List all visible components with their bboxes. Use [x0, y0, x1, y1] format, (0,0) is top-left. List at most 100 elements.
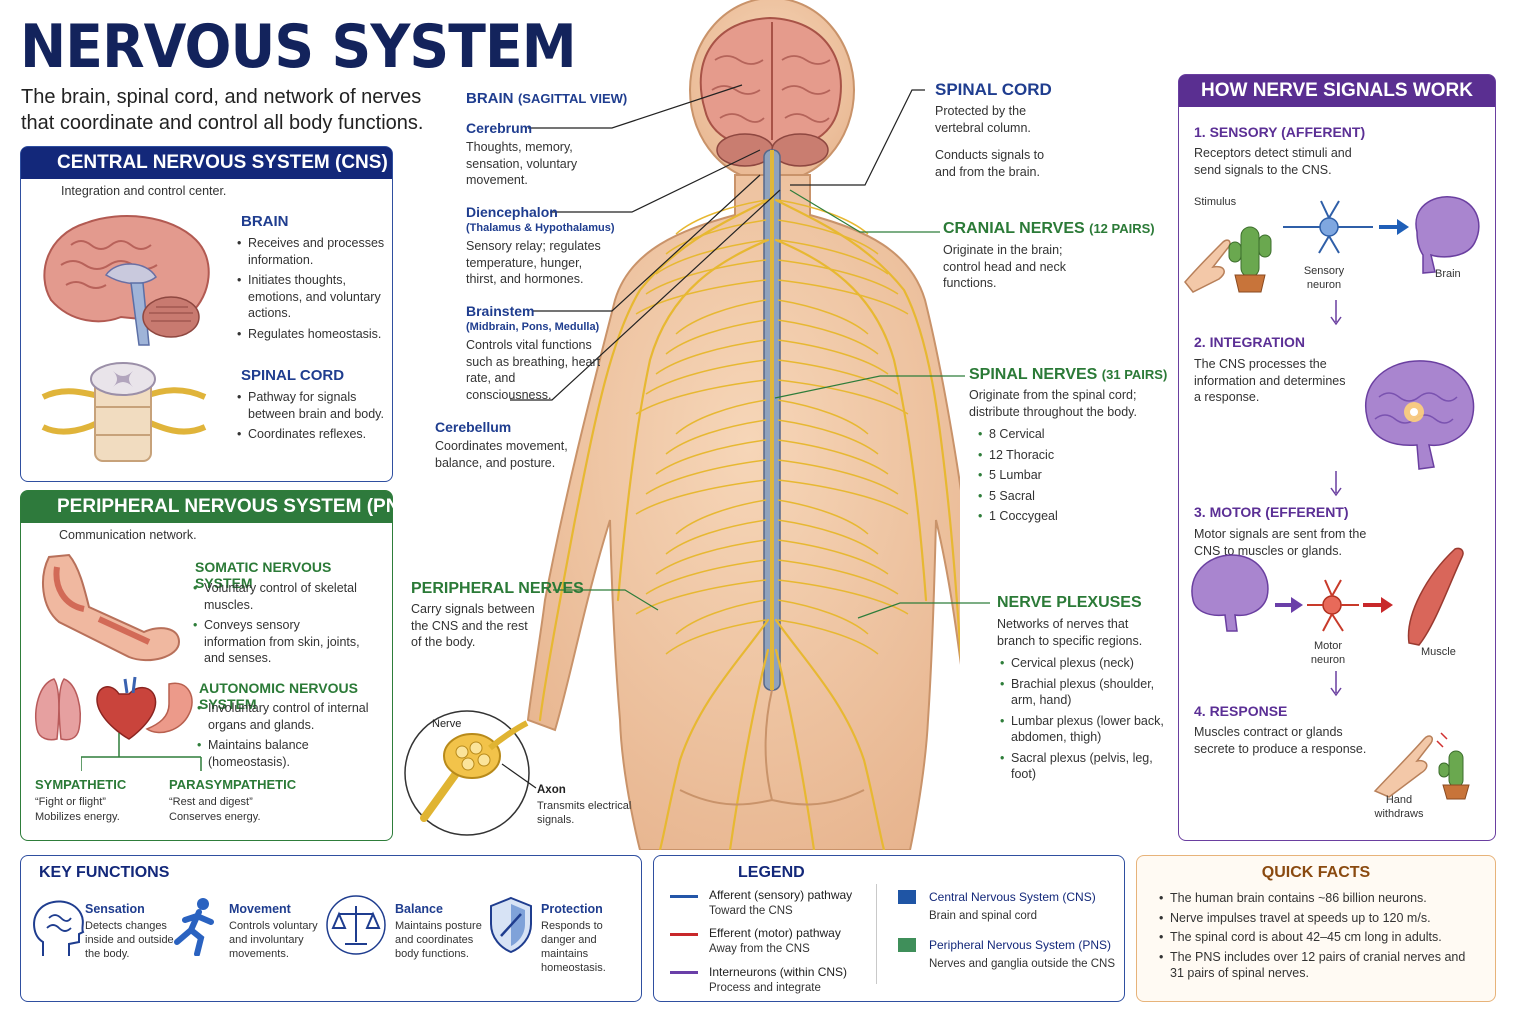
somatic-bullets: Voluntary control of skeletal muscles. C…	[193, 580, 363, 671]
brain-illustration	[43, 215, 210, 346]
cns-spinal-bullets: Pathway for signals between brain and bo…	[237, 389, 387, 447]
brain-label: Brain	[1435, 268, 1461, 280]
quick-facts-title: QUICK FACTS	[1261, 864, 1371, 881]
spinal-nerve-branch	[777, 459, 899, 495]
diencephalon-label: Diencephalon	[466, 204, 558, 220]
legend-swatch-cns	[898, 890, 916, 904]
center-brain-title: BRAIN (SAGITTAL VIEW)	[466, 90, 627, 108]
integration-brain-illustration	[1364, 360, 1475, 470]
cns-panel: CENTRAL NERVOUS SYSTEM (CNS) Integration…	[20, 146, 393, 482]
spinal-nerves-pairs: (31 PAIRS)	[1101, 367, 1168, 382]
spinal-nerve-branch	[655, 439, 767, 475]
brain-title: BRAIN	[466, 90, 514, 107]
cns-panel-title: CENTRAL NERVOUS SYSTEM (CNS)	[21, 147, 392, 179]
step-sensory-heading: 1. SENSORY (AFFERENT)	[1194, 124, 1366, 140]
legend-panel: LEGEND Afferent (sensory) pathway Toward…	[653, 855, 1125, 1002]
spinal-nerves-list: 8 Cervical 12 Thoracic 5 Lumbar 5 Sacral…	[978, 426, 1098, 529]
spinal-nerve-branch	[777, 519, 879, 555]
cerebrum-label: Cerebrum	[466, 120, 533, 136]
response-illustration	[1373, 732, 1470, 800]
peripheral-nerves-label: PERIPHERAL NERVES	[411, 580, 584, 597]
spinal-nerve-branch	[635, 379, 767, 415]
list-item: Initiates thoughts, emotions, and volunt…	[237, 272, 387, 322]
legend-efferent-sub: Away from the CNS	[709, 943, 810, 955]
axon-pointer	[501, 763, 537, 789]
cns-brain-heading: BRAIN	[241, 213, 289, 230]
spinal-nerve-branch	[675, 399, 767, 435]
cranial-nerves-title: CRANIAL NERVES (12 PAIRS)	[943, 220, 1155, 238]
diencephalon-sub: (Thalamus & Hypothalamus)	[466, 222, 615, 234]
nerve-label: Nerve	[432, 718, 462, 730]
motor-neuron-label: Motor neuron	[1310, 640, 1346, 666]
spinal-nerve-branch	[665, 619, 767, 655]
legend-interneurons-label: Interneurons (within CNS)	[709, 965, 848, 979]
spinal-nerve-branch	[777, 419, 879, 455]
step-motor-desc: Motor signals are sent from the CNS to m…	[1194, 527, 1367, 558]
legend-afferent-label: Afferent (sensory) pathway	[709, 888, 853, 902]
step-motor-heading: 3. MOTOR (EFFERENT)	[1194, 504, 1349, 520]
list-item: 5 Sacral	[978, 488, 1098, 505]
axon-desc: Transmits electrical signals.	[537, 800, 632, 826]
protection-title: Protection	[541, 902, 603, 916]
step-integration-heading: 2. INTEGRATION	[1194, 334, 1305, 350]
quick-facts-list: The human brain contains ~86 billion neu…	[1159, 890, 1479, 985]
pns-intro: Communication network.	[59, 528, 197, 542]
spinal-nerve-branch	[777, 619, 879, 655]
parasympathetic-line1: “Rest and digest”	[169, 796, 253, 808]
arrow-down-2	[1330, 471, 1342, 497]
spinal-cord-illustration	[41, 362, 207, 462]
spinal-nerve-branch	[645, 259, 767, 295]
cerebrum-desc: Thoughts, memory, sensation, voluntary m…	[466, 140, 578, 187]
branch-connector	[81, 733, 202, 771]
spinal-nerve-branch	[777, 299, 869, 335]
spinal-nerve-branch	[777, 379, 909, 415]
spinal-cord-label: SPINAL CORD	[935, 80, 1052, 99]
page-title: NERVOUS SYSTEM	[20, 12, 577, 82]
spinal-nerve-branch	[675, 299, 767, 335]
legend-cns-label: Central Nervous System (CNS)	[929, 890, 1096, 904]
cranial-nerves-desc: Originate in the brain; control head and…	[943, 243, 1067, 290]
spinal-nerve-branch	[675, 599, 767, 635]
movement-desc: Controls voluntary and involuntary movem…	[229, 920, 318, 960]
arm-muscle-illustration	[42, 553, 181, 662]
legend-swatch-efferent	[670, 933, 698, 936]
hand-withdraws-label: Hand withdraws	[1374, 794, 1424, 820]
step-response-desc: Muscles contract or glands secrete to pr…	[1194, 725, 1367, 756]
spinal-nerve-branch	[777, 439, 889, 475]
cns-intro: Integration and control center.	[61, 184, 227, 198]
spinal-nerve-branch	[635, 479, 767, 515]
spinal-nerve-branch	[777, 259, 899, 295]
protection-icon	[490, 896, 532, 954]
spinal-nerve-branch	[777, 399, 869, 435]
brainstem-sub: (Midbrain, Pons, Medulla)	[466, 321, 600, 333]
step-response-heading: 4. RESPONSE	[1194, 703, 1288, 719]
spinal-nerve-branch	[645, 559, 767, 595]
spinal-cord-desc2: Conducts signals to and from the brain.	[935, 148, 1045, 179]
balance-desc: Maintains posture and coordinates body f…	[395, 920, 482, 960]
spinal-nerve-branch	[777, 559, 899, 595]
nerve-plexuses-desc: Networks of nerves that branch to specif…	[997, 617, 1143, 648]
balance-title: Balance	[395, 902, 443, 916]
spinal-nerve-branch	[777, 359, 899, 395]
brainstem-label: Brainstem	[466, 303, 535, 319]
list-item: The spinal cord is about 42–45 cm long i…	[1159, 929, 1479, 946]
spinal-nerve-branch	[635, 279, 767, 315]
spinal-nerve-branch	[645, 359, 767, 395]
list-item: 12 Thoracic	[978, 447, 1098, 464]
sensation-icon	[33, 900, 85, 956]
legend-swatch-afferent	[670, 895, 698, 898]
signals-panel-title: HOW NERVE SIGNALS WORK	[1179, 75, 1495, 107]
spinal-nerve-branch	[665, 219, 767, 255]
list-item: Sacral plexus (pelvis, leg, foot)	[1000, 750, 1178, 783]
spinal-nerves-label: SPINAL NERVES	[969, 366, 1098, 383]
legend-divider	[876, 884, 877, 984]
legend-efferent-label: Efferent (motor) pathway	[709, 926, 841, 940]
brainstem-desc: Controls vital functions such as breathi…	[466, 338, 601, 402]
autonomic-bullets: Involuntary control of internal organs a…	[197, 700, 377, 774]
spinal-nerve-branch	[777, 599, 869, 635]
legend-interneurons-sub: Process and integrate	[709, 982, 821, 994]
spinal-nerve-branch	[777, 279, 909, 315]
list-item: Brachial plexus (shoulder, arm, hand)	[1000, 676, 1178, 709]
spinal-nerve-branch	[777, 239, 889, 275]
